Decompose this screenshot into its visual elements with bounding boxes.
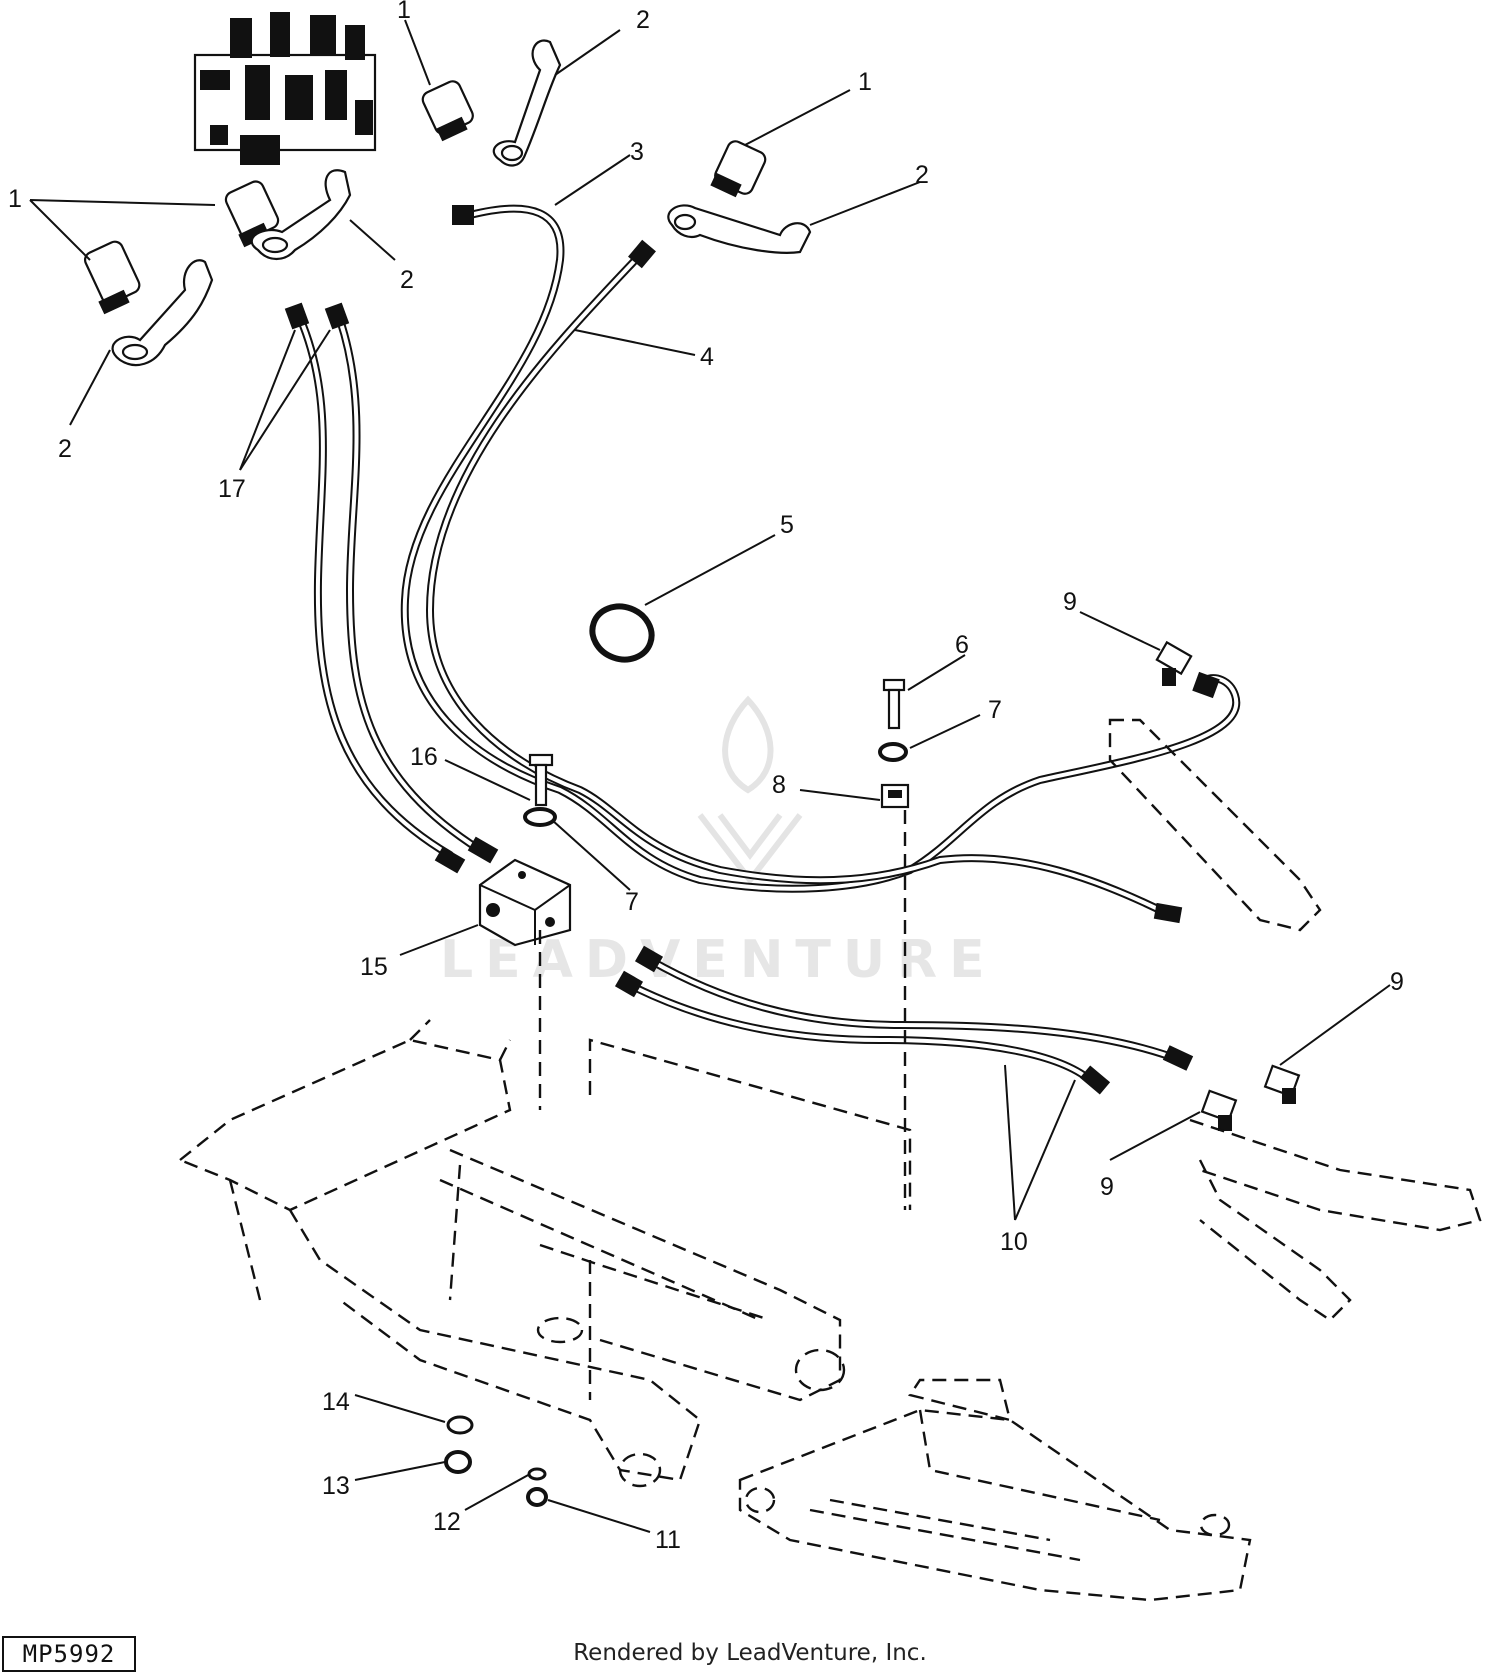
callout-7: 7 bbox=[625, 888, 639, 916]
callout-2: 2 bbox=[915, 161, 929, 189]
clip bbox=[880, 783, 910, 809]
bolt bbox=[528, 753, 554, 807]
hose-4 bbox=[425, 239, 1183, 924]
dust-cap-strap bbox=[667, 204, 812, 254]
callout-1: 1 bbox=[8, 185, 22, 213]
callout-7: 7 bbox=[988, 696, 1002, 724]
control-valve-assembly bbox=[193, 12, 377, 165]
callout-2: 2 bbox=[400, 266, 414, 294]
callout-6: 6 bbox=[955, 631, 969, 659]
callout-15: 15 bbox=[360, 953, 388, 981]
quick-coupler bbox=[710, 140, 767, 198]
leader-lines bbox=[29, 19, 1391, 1533]
callout-12: 12 bbox=[433, 1508, 461, 1536]
callout-4: 4 bbox=[700, 343, 714, 371]
callout-10: 10 bbox=[1000, 1228, 1028, 1256]
elbow-fitting bbox=[1155, 640, 1193, 686]
washer bbox=[527, 1467, 547, 1481]
mounting-block bbox=[478, 858, 572, 947]
bolt bbox=[882, 678, 906, 730]
washer bbox=[878, 742, 908, 762]
callout-16: 16 bbox=[410, 743, 438, 771]
callout-5: 5 bbox=[780, 511, 794, 539]
callout-2: 2 bbox=[636, 6, 650, 34]
quick-coupler bbox=[421, 80, 474, 142]
callout-9: 9 bbox=[1390, 968, 1404, 996]
callout-labels: 1 2 1 2 3 2 1 2 4 2 17 5 9 6 7 8 16 7 15… bbox=[8, 0, 1404, 1554]
callout-11: 11 bbox=[655, 1526, 681, 1554]
watermark-logo bbox=[697, 695, 803, 885]
callout-3: 3 bbox=[630, 138, 644, 166]
phantom-tractor-frame bbox=[177, 810, 912, 1488]
callout-14: 14 bbox=[322, 1388, 350, 1416]
nut bbox=[444, 1450, 472, 1474]
callout-9: 9 bbox=[1100, 1173, 1114, 1201]
washer bbox=[523, 807, 557, 827]
nut bbox=[526, 1487, 548, 1507]
drawing-id-box: MP5992 bbox=[2, 1636, 136, 1672]
phantom-cylinder bbox=[1108, 718, 1482, 1322]
hose-pair-10 bbox=[614, 945, 1194, 1095]
elbow-fitting bbox=[1263, 1064, 1301, 1104]
callout-2: 2 bbox=[58, 435, 72, 463]
render-credit: Rendered by LeadVenture, Inc. bbox=[573, 1640, 927, 1666]
callout-1: 1 bbox=[858, 68, 872, 96]
callout-13: 13 bbox=[322, 1472, 350, 1500]
callout-17: 17 bbox=[218, 475, 246, 503]
phantom-bracket bbox=[738, 1378, 1252, 1602]
hose-3 bbox=[400, 204, 1241, 893]
dust-cap-strap bbox=[250, 169, 352, 261]
dust-cap-strap bbox=[492, 39, 562, 167]
dust-cap-strap bbox=[111, 259, 214, 367]
washer bbox=[446, 1415, 474, 1435]
hose-clamp bbox=[589, 603, 655, 663]
callout-1: 1 bbox=[397, 0, 411, 24]
callout-9: 9 bbox=[1063, 588, 1077, 616]
hose-pair-17 bbox=[284, 302, 499, 874]
elbow-fitting bbox=[1200, 1089, 1238, 1131]
callout-8: 8 bbox=[772, 771, 786, 799]
quick-coupler bbox=[83, 240, 141, 315]
